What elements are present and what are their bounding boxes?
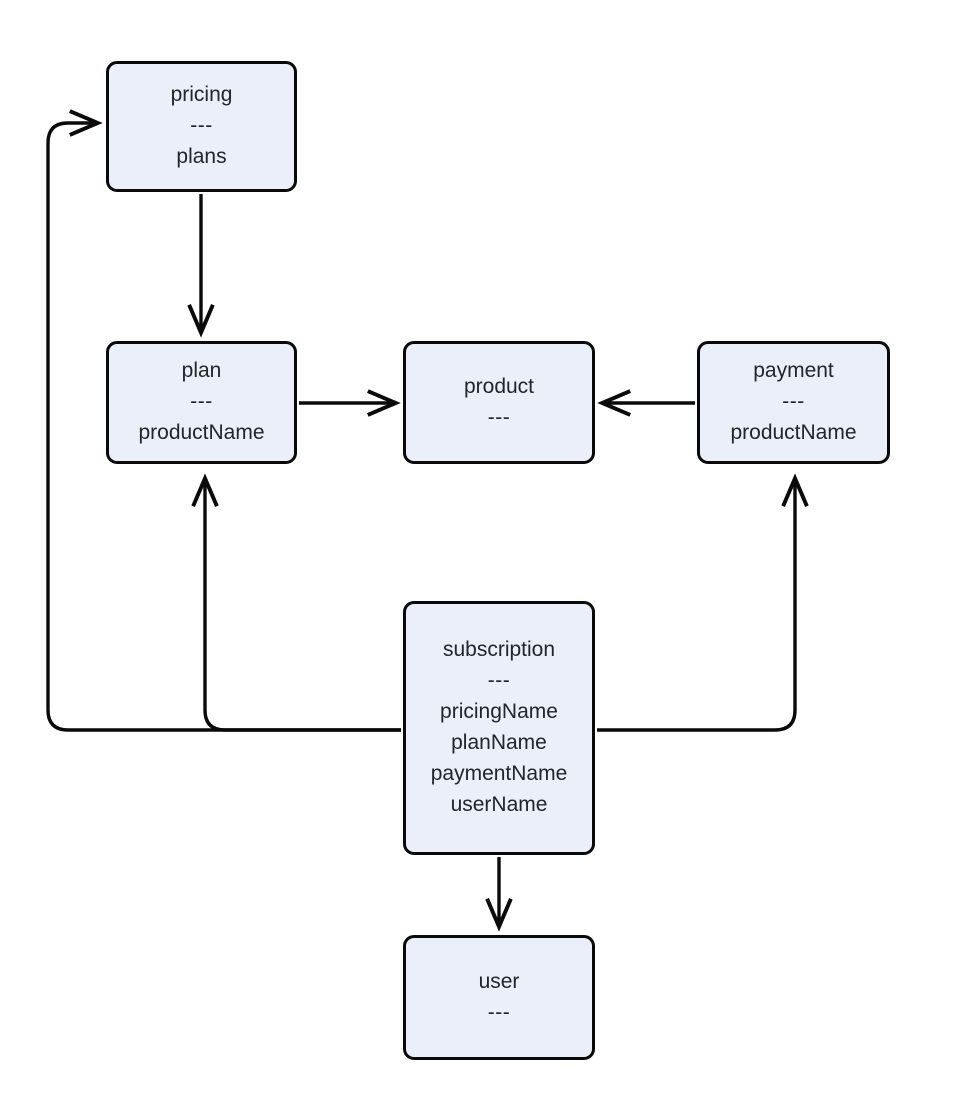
node-subscription-field-username: userName — [450, 792, 548, 816]
node-plan-separator: --- — [190, 390, 213, 414]
edge-subscription-to-plan — [205, 479, 401, 732]
node-subscription-separator: --- — [487, 669, 511, 693]
node-pricing-title: pricing — [170, 83, 233, 107]
node-payment-title: payment — [753, 359, 834, 383]
node-payment-separator: --- — [782, 390, 805, 414]
node-payment[interactable]: payment --- productName — [697, 341, 890, 464]
node-user-separator: --- — [487, 1000, 511, 1024]
node-pricing[interactable]: pricing --- plans — [106, 61, 297, 192]
node-user-title: user — [478, 969, 520, 993]
node-subscription-field-pricingname: pricingName — [440, 700, 558, 724]
node-pricing-field-plans: plans — [176, 144, 227, 168]
node-subscription-title: subscription — [442, 638, 556, 662]
node-plan-title: plan — [181, 359, 222, 383]
node-subscription[interactable]: subscription --- pricingName planName pa… — [403, 601, 595, 855]
node-product-separator: --- — [487, 405, 511, 429]
edge-subscription-to-payment — [597, 479, 795, 732]
node-subscription-field-planname: planName — [451, 731, 547, 754]
node-subscription-field-paymentname: paymentName — [430, 761, 568, 785]
node-pricing-separator: --- — [190, 114, 213, 138]
node-payment-field-productname: productName — [730, 420, 857, 444]
node-product-title: product — [463, 374, 535, 398]
edge-subscription-to-pricing — [46, 123, 401, 732]
node-product[interactable]: product --- — [403, 341, 595, 464]
node-plan[interactable]: plan --- productName — [106, 341, 297, 464]
node-plan-field-productname: productName — [138, 420, 265, 444]
node-user[interactable]: user --- — [403, 935, 595, 1060]
